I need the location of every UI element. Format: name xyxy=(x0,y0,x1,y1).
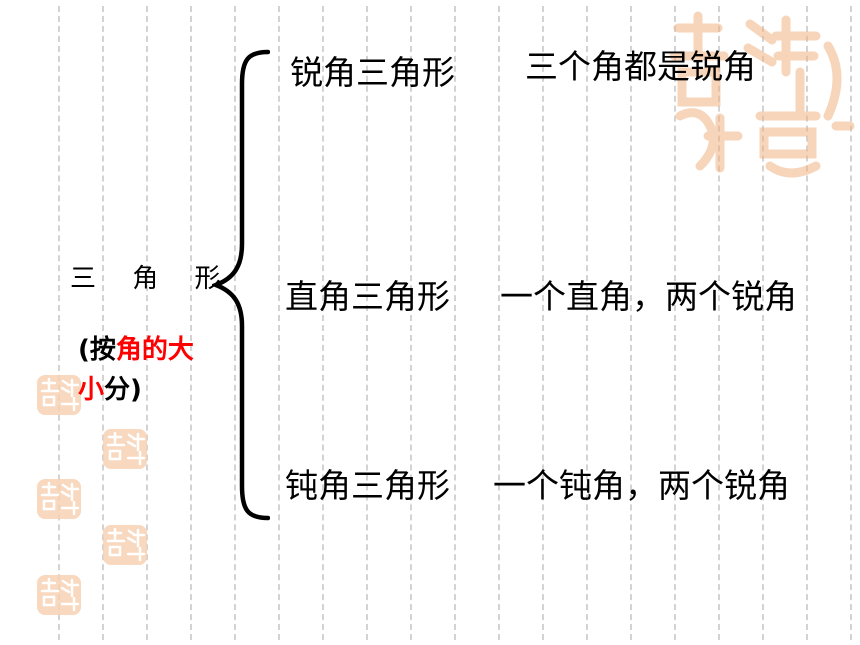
grid-line xyxy=(190,6,192,640)
grid-line xyxy=(278,6,280,640)
grid-line xyxy=(674,6,676,640)
grid-line xyxy=(58,6,60,640)
grid-line xyxy=(850,6,852,640)
grid-line xyxy=(762,6,764,640)
auspicious-seal-icon xyxy=(37,575,81,615)
auspicious-seal-icon xyxy=(669,11,855,178)
grid-line xyxy=(366,6,368,640)
row-description: 一个钝角，两个锐角 xyxy=(493,466,790,505)
row-description: 一个直角，两个锐角 xyxy=(500,277,797,316)
note-by: 按 xyxy=(89,335,116,365)
row-name: 直角三角形 xyxy=(285,277,450,316)
main-label: 三 角 形 xyxy=(70,264,235,294)
auspicious-seal-icon xyxy=(103,429,147,469)
left-brace-icon xyxy=(212,49,270,521)
grid-line xyxy=(102,6,104,640)
note-open-paren: ( xyxy=(78,335,90,365)
row-description: 三个角都是锐角 xyxy=(525,47,756,86)
grid-line xyxy=(146,6,148,640)
grid-line xyxy=(586,6,588,640)
grid-line xyxy=(410,6,412,640)
auspicious-seal-icon xyxy=(37,479,81,519)
note-divide: 分 xyxy=(104,375,131,405)
grid-line xyxy=(542,6,544,640)
row-name: 钝角三角形 xyxy=(285,466,450,505)
grid-line xyxy=(630,6,632,640)
grid-line xyxy=(806,6,808,640)
auspicious-seal-icon xyxy=(37,375,81,415)
row-name: 锐角三角形 xyxy=(290,53,455,92)
grid-line xyxy=(234,6,236,640)
auspicious-seal-icon xyxy=(103,525,147,565)
note-close-paren: ) xyxy=(130,375,142,405)
classification-note: (按角的大小分) xyxy=(78,330,198,410)
grid-line xyxy=(718,6,720,640)
note-highlight: 角的大小 xyxy=(78,335,194,405)
grid-line xyxy=(322,6,324,640)
grid-line xyxy=(498,6,500,640)
grid-line xyxy=(454,6,456,640)
